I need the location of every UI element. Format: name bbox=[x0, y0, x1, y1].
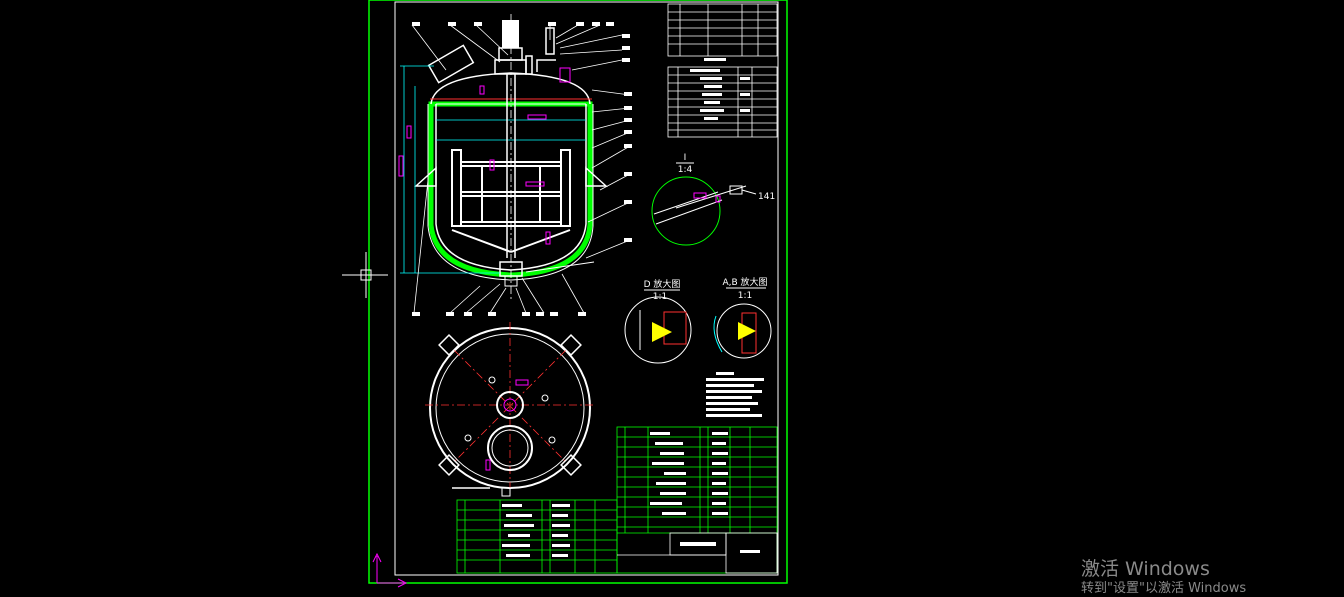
detail-d-label: D 放大图 bbox=[644, 278, 681, 290]
windows-activation-watermark: 激活 Windows 转到"设置"以激活 Windows bbox=[1081, 557, 1246, 597]
callout-leaders bbox=[411, 24, 631, 314]
weld-symbol-d bbox=[652, 322, 672, 342]
weld-symbol-ab bbox=[738, 322, 756, 340]
detail-view-ab[interactable]: A,B 放大图 1:1 bbox=[713, 276, 772, 359]
part-number-141: 141 bbox=[758, 192, 775, 202]
design-data-table bbox=[667, 3, 778, 57]
detail-i-scale: 1:4 bbox=[678, 165, 693, 175]
agitator-motor bbox=[502, 20, 519, 48]
title-block bbox=[617, 532, 778, 574]
vessel-elevation-view[interactable] bbox=[398, 14, 632, 316]
watermark-subtitle: 转到"设置"以激活 Windows bbox=[1081, 581, 1247, 596]
detail-view-i[interactable]: I 1:4 141 bbox=[651, 153, 775, 246]
watermark-title: 激活 Windows bbox=[1081, 558, 1210, 580]
detail-ab-label: A,B 放大图 bbox=[722, 276, 767, 288]
sheet-inner-frame bbox=[394, 1, 779, 576]
frame-agitator bbox=[451, 149, 571, 253]
technical-notes bbox=[706, 372, 764, 417]
detail-ab-scale: 1:1 bbox=[738, 291, 752, 301]
nozzle-table bbox=[667, 66, 778, 138]
bill-of-materials bbox=[456, 426, 778, 574]
crosshair-cursor bbox=[342, 252, 388, 298]
support-lug-left bbox=[414, 166, 437, 187]
ucs-icon bbox=[372, 552, 408, 588]
detail-i-label: I bbox=[684, 153, 687, 163]
support-lug-right bbox=[585, 166, 608, 187]
vessel-jacket bbox=[428, 101, 593, 278]
vessel-plan-view[interactable] bbox=[425, 322, 595, 497]
sheet-outer-border bbox=[368, 0, 788, 584]
detail-view-d[interactable]: D 放大图 1:1 bbox=[624, 278, 692, 364]
